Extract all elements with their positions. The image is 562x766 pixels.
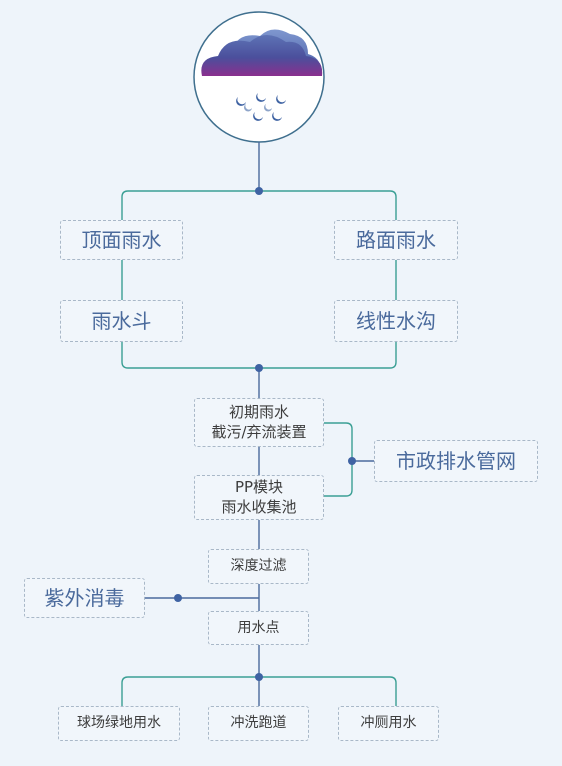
- junction-dot: [255, 187, 263, 195]
- municipal-drain-box: 市政排水管网: [374, 440, 538, 482]
- rain-cloud-icon: [193, 11, 325, 143]
- toilet-use-label: 冲厕用水: [360, 715, 417, 732]
- rain-hopper-label: 雨水斗: [91, 309, 152, 333]
- track-wash-label: 冲洗跑道: [230, 715, 287, 732]
- uv-disinfection-box: 紫外消毒: [24, 578, 145, 618]
- roof-rain-label: 顶面雨水: [81, 228, 162, 252]
- water-point-label: 用水点: [237, 619, 280, 636]
- road-rain-box: 路面雨水: [334, 220, 458, 260]
- uv-disinfection-label: 紫外消毒: [44, 586, 125, 610]
- junction-dot: [255, 364, 263, 372]
- junction-dot: [348, 457, 356, 465]
- pp-module-box: PP模块 雨水收集池: [194, 475, 324, 520]
- junction-dot: [255, 673, 263, 681]
- junction-dot: [174, 594, 182, 602]
- road-rain-label: 路面雨水: [356, 228, 436, 252]
- pp-module-label-1: PP模块: [234, 478, 284, 496]
- linear-gutter-box: 线性水沟: [334, 300, 458, 342]
- municipal-drain-label: 市政排水管网: [396, 449, 516, 473]
- rain-hopper-box: 雨水斗: [60, 300, 183, 342]
- initial-rain-label-2: 截污/弃流装置: [211, 422, 307, 441]
- toilet-use-box: 冲厕用水: [338, 706, 439, 741]
- track-wash-box: 冲洗跑道: [208, 706, 309, 741]
- initial-rain-label-1: 初期雨水: [228, 403, 289, 421]
- linear-gutter-label: 线性水沟: [356, 309, 436, 333]
- water-point-box: 用水点: [208, 611, 309, 645]
- deep-filter-box: 深度过滤: [208, 549, 309, 584]
- initial-rain-box: 初期雨水 截污/弃流装置: [194, 398, 324, 447]
- pp-module-label-2: 雨水收集池: [221, 497, 297, 516]
- sports-field-use-label: 球场绿地用水: [77, 715, 161, 732]
- deep-filter-label: 深度过滤: [230, 558, 287, 575]
- sports-field-use-box: 球场绿地用水: [58, 706, 180, 741]
- roof-rain-box: 顶面雨水: [60, 220, 183, 260]
